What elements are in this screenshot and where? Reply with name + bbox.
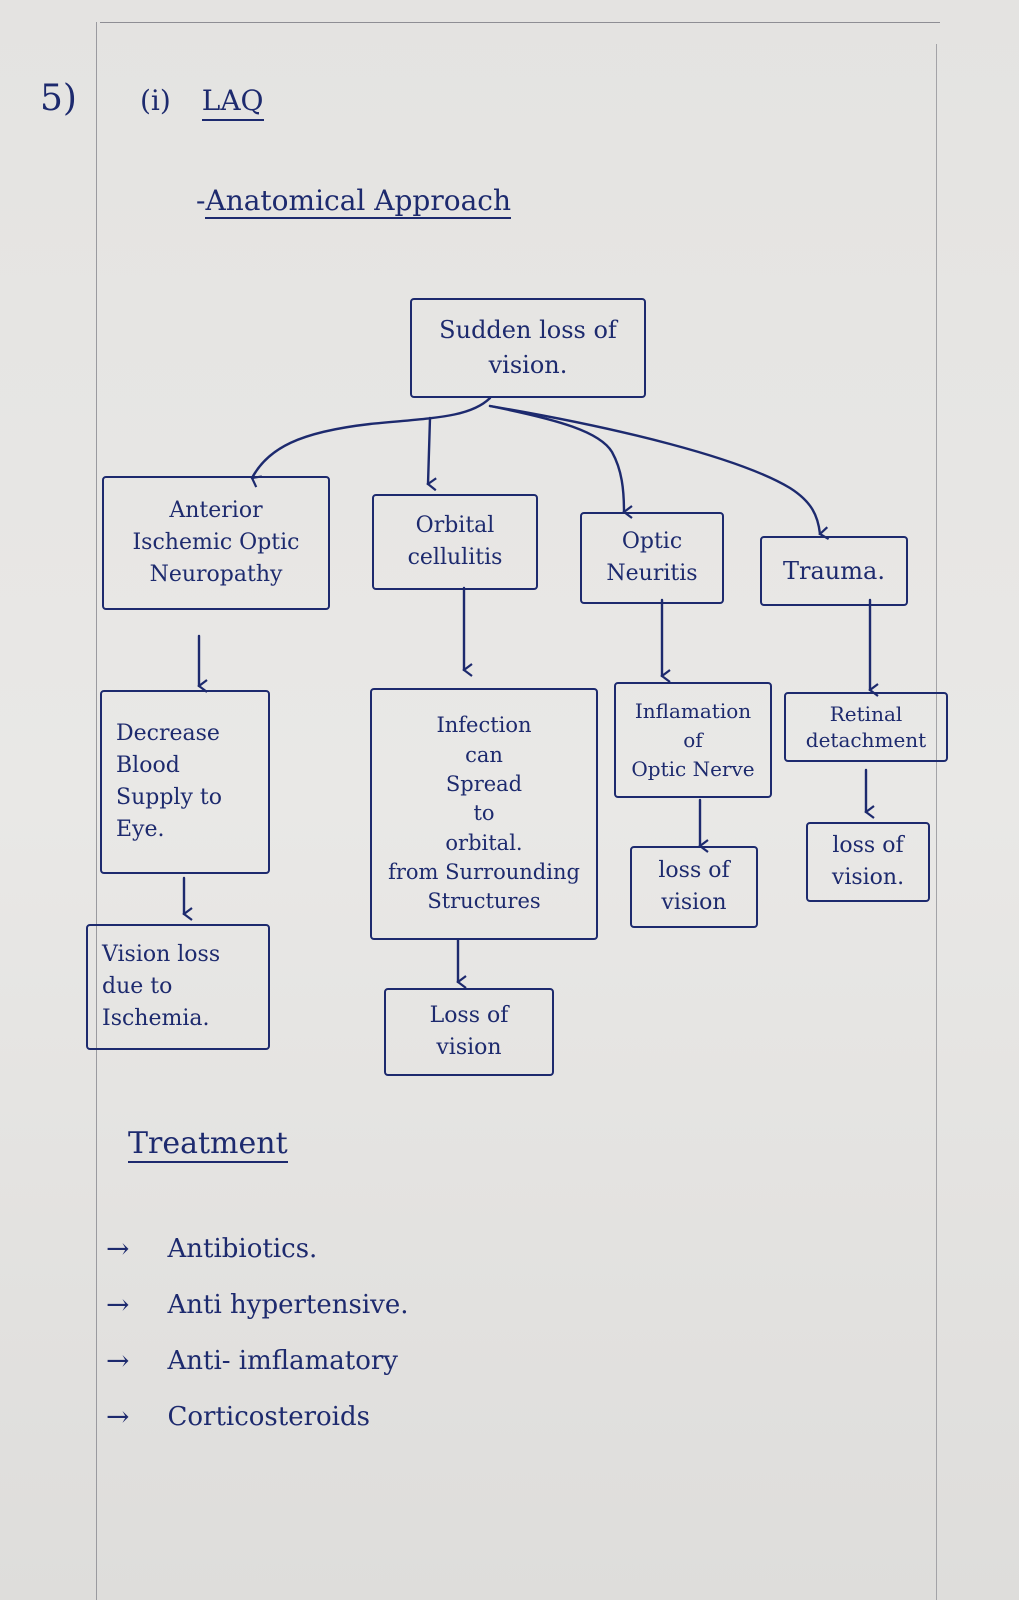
mechanism-optic-nerve-inflammation: Inflamation of Optic Nerve [614,682,772,798]
question-subpart: (i) LAQ [140,84,264,121]
mechanism-infection-spread: Infection can Spread to orbital. from Su… [370,688,598,940]
branch-connector [250,396,492,488]
treatment-item: → Anti- imflamatory [106,1344,398,1377]
branch-connector [488,404,830,541]
arrow-right-icon: → [106,1400,130,1433]
treatment-item: → Anti hypertensive. [106,1288,409,1321]
outcome-loss-of-vision-orbital: Loss of vision [384,988,554,1076]
branch-connector [426,416,437,492]
approach-title: -Anatomical Approach [196,184,511,219]
cause-aion: Anterior Ischemic Optic Neuropathy [102,476,330,610]
cause-trauma: Trauma. [760,536,908,606]
mechanism-retinal-detachment: Retinal detachment [784,692,948,762]
arrow-right-icon: → [106,1344,130,1377]
root-sudden-loss-of-vision: Sudden loss of vision. [410,298,646,398]
outcome-loss-of-vision-trauma: loss of vision. [806,822,930,902]
question-number: 5) [40,78,77,119]
outcome-ischemic-vision-loss: Vision loss due to Ischemia. [86,924,270,1050]
approach-title-text: Anatomical Approach [205,184,511,219]
treatment-heading: Treatment [128,1126,288,1163]
cause-orbital-cellulitis: Orbital cellulitis [372,494,538,590]
arrow-right-icon: → [106,1288,130,1321]
treatment-item: → Corticosteroids [106,1400,370,1433]
arrow-right-icon: → [106,1232,130,1265]
page-right-edge [936,44,937,1600]
cause-optic-neuritis: Optic Neuritis [580,512,724,604]
question-type: LAQ [201,84,264,121]
page-top-edge [100,22,940,23]
branch-connector [488,404,633,519]
subpart-label: (i) [140,84,171,117]
treatment-item: → Antibiotics. [106,1232,318,1265]
outcome-loss-of-vision-neuritis: loss of vision [630,846,758,928]
page-margin-line [96,22,97,1600]
mechanism-decreased-blood-supply: Decrease Blood Supply to Eye. [100,690,270,874]
